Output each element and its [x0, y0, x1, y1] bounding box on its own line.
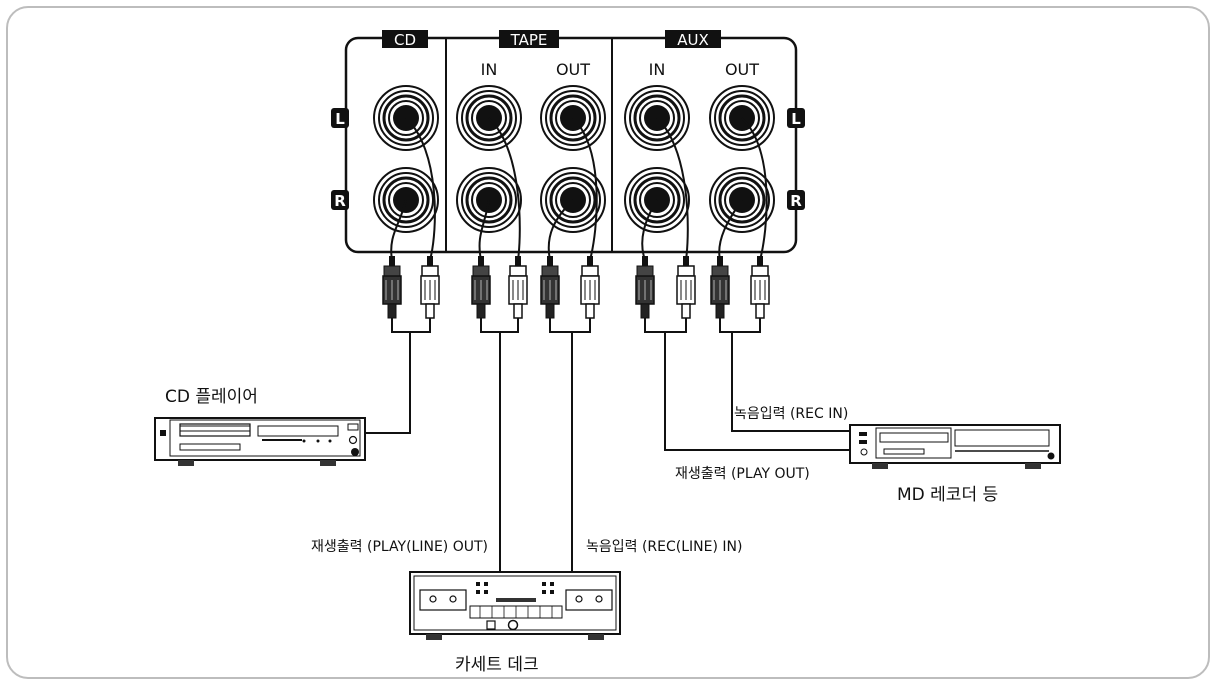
cassette-deck-label: 카세트 데크 — [455, 655, 539, 675]
tape-in-label: IN — [481, 60, 498, 79]
aux-out-white-plug — [750, 255, 770, 319]
svg-text:L: L — [335, 110, 345, 128]
svg-text:L: L — [791, 110, 801, 128]
deck-rec-in-label: 녹음입력 (REC(LINE) IN) — [586, 539, 742, 555]
md-rec-in-label: 녹음입력 (REC IN) — [734, 406, 848, 422]
left-channel-badge: L — [787, 108, 805, 128]
rear-panel: CD TAPE AUX IN OUT IN OUT L R L R — [331, 30, 805, 254]
svg-text:CD: CD — [394, 31, 416, 49]
md-recorder-label: MD 레코더 등 — [897, 485, 998, 505]
md-recorder — [849, 424, 1061, 469]
cd-red-plug — [382, 255, 402, 319]
cassette-deck — [409, 571, 621, 640]
svg-text:TAPE: TAPE — [510, 31, 548, 49]
tape-out-label: OUT — [556, 60, 590, 79]
figure-frame — [6, 6, 1210, 679]
right-channel-badge: R — [331, 190, 349, 210]
deck-play-out-label: 재생출력 (PLAY(LINE) OUT) — [311, 539, 488, 555]
svg-text:R: R — [790, 192, 802, 210]
cable-routes — [365, 318, 850, 572]
tape-out-red-plug — [540, 255, 560, 319]
cd-white-plug — [420, 255, 440, 319]
aux-section-label: AUX — [665, 30, 721, 49]
panel-wires — [390, 117, 768, 261]
aux-in-red-plug — [635, 255, 655, 319]
cd-section-label: CD — [382, 30, 428, 49]
tape-out-white-plug — [580, 255, 600, 319]
aux-in-white-plug — [676, 255, 696, 319]
left-channel-badge: L — [331, 108, 349, 128]
cd-player-label: CD 플레이어 — [165, 387, 258, 407]
tape-section-label: TAPE — [499, 30, 559, 49]
cd-player — [154, 417, 366, 466]
svg-text:AUX: AUX — [677, 31, 709, 49]
rca-plugs — [382, 255, 770, 319]
tape-in-red-plug — [471, 255, 491, 319]
tape-in-white-plug — [508, 255, 528, 319]
aux-out-label: OUT — [725, 60, 759, 79]
aux-out-red-plug — [710, 255, 730, 319]
aux-in-label: IN — [649, 60, 666, 79]
right-channel-badge: R — [787, 190, 805, 210]
md-play-out-label: 재생출력 (PLAY OUT) — [675, 466, 810, 482]
svg-text:R: R — [334, 192, 346, 210]
